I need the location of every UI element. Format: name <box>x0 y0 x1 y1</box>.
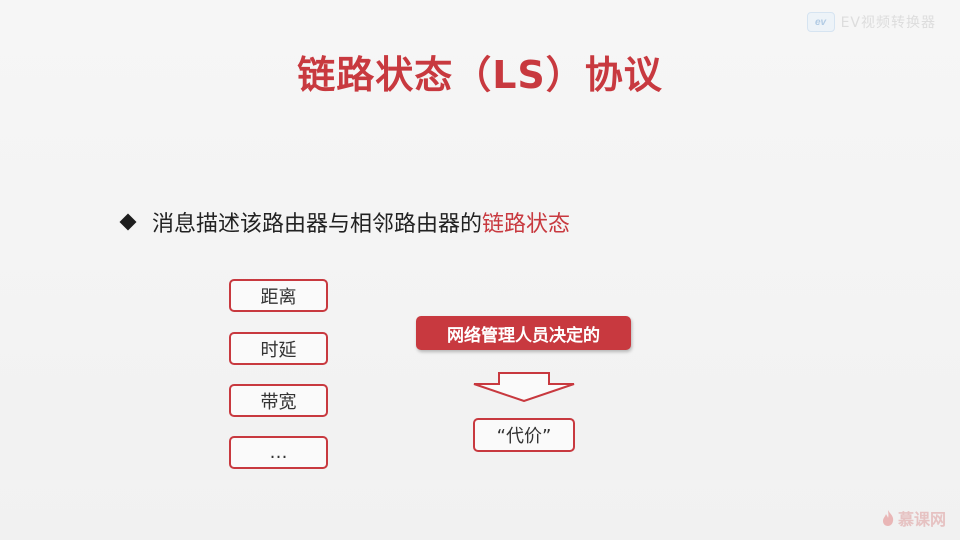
ev-logo-icon: ev <box>806 12 835 32</box>
slide-title: 链路状态（LS）协议 <box>297 53 663 97</box>
admin-decided-label: 网络管理人员决定的 <box>416 316 631 350</box>
cost-box: “代价” <box>473 418 575 452</box>
down-arrow-icon <box>473 372 575 402</box>
flame-icon <box>882 510 894 526</box>
metric-box-bandwidth: 带宽 <box>229 384 328 417</box>
bullet-text: 消息描述该路由器与相邻路由器的 <box>152 212 483 237</box>
footer-brand-text: 慕课网 <box>897 510 946 529</box>
footer-logo: 慕课网 <box>881 506 946 530</box>
diamond-bullet-icon <box>119 213 137 231</box>
metric-box-delay: 时延 <box>229 332 328 365</box>
bullet-highlight: 链路状态 <box>482 212 571 237</box>
watermark: ev EV视频转换器 <box>806 12 936 32</box>
bullet-point: 消息描述该路由器与相邻路由器的链路状态 <box>118 206 570 238</box>
metric-box-more: … <box>229 436 328 469</box>
metric-box-distance: 距离 <box>229 279 328 312</box>
watermark-text: EV视频转换器 <box>840 15 936 31</box>
